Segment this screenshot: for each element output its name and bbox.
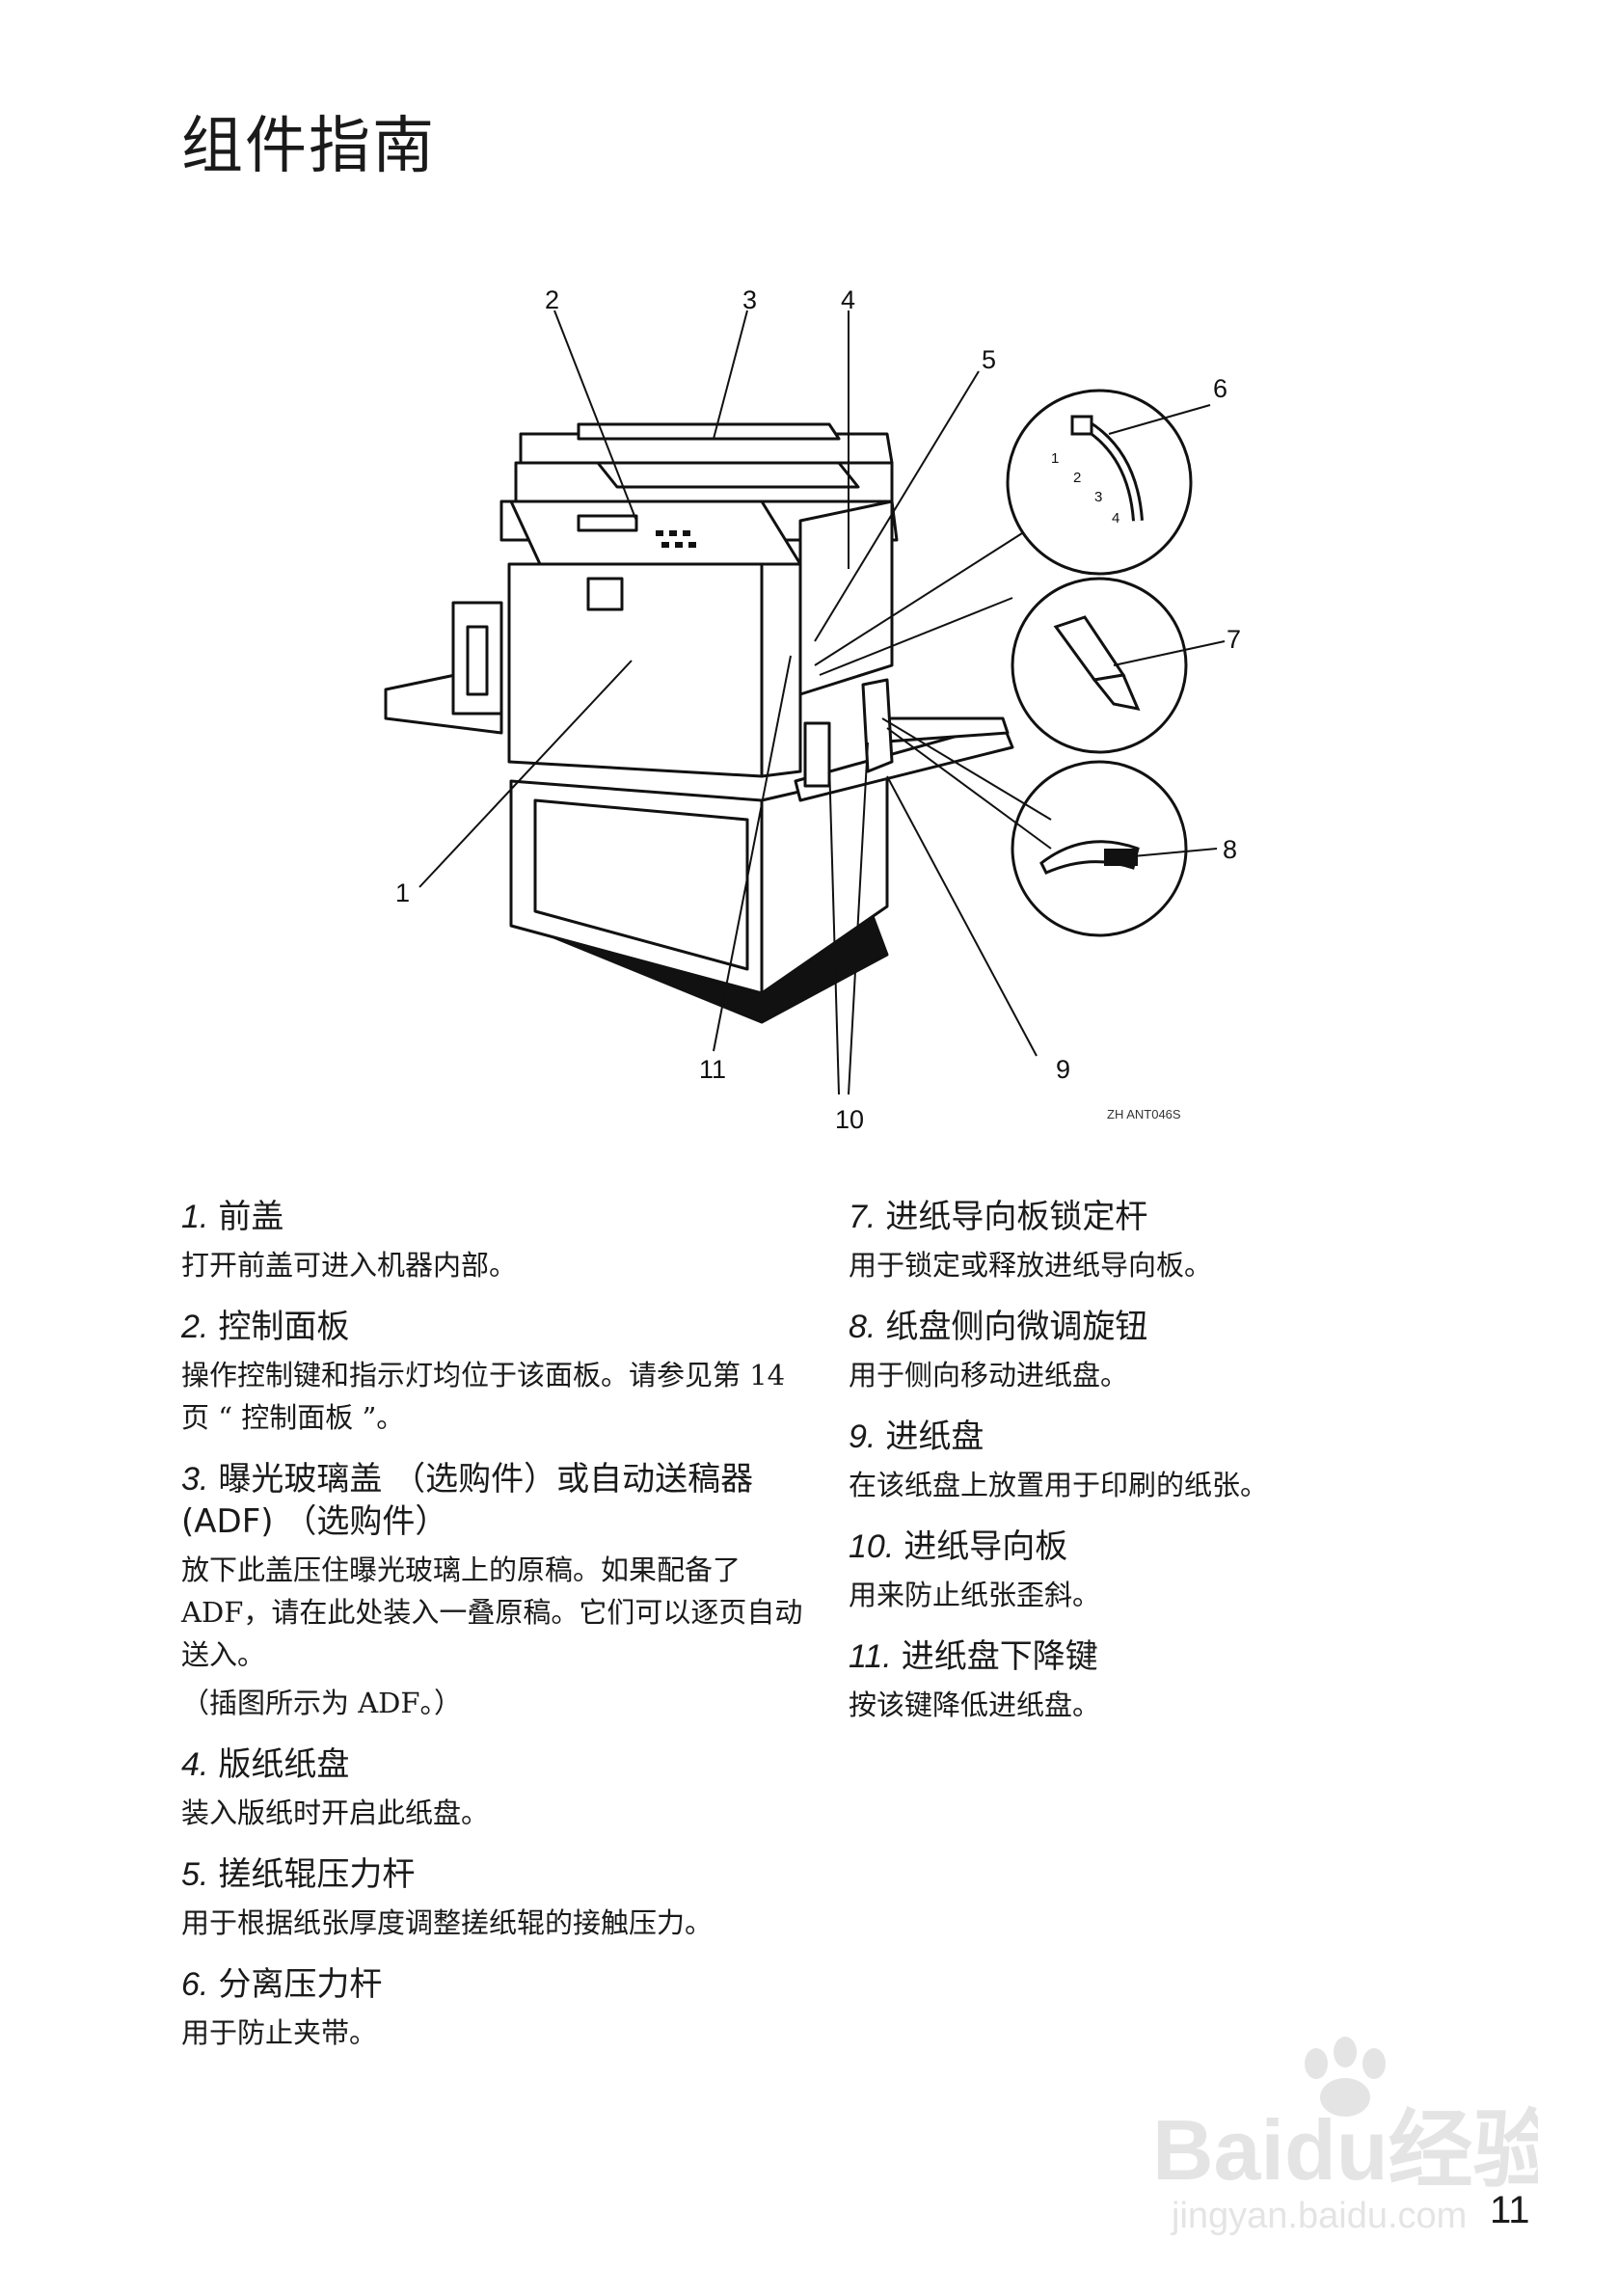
detail-circle-guide-lock-lever — [1011, 577, 1188, 754]
item-description: 用于根据纸张厚度调整搓纸辊的接触压力。 — [181, 1906, 714, 1939]
callout-11: 11 — [699, 1055, 726, 1084]
item-name: 前盖 — [218, 1198, 284, 1236]
item-name: 进纸导向板 — [903, 1527, 1068, 1566]
item-name: 进纸盘 — [885, 1418, 984, 1456]
item-description: 用于防止夹带。 — [181, 2016, 378, 2049]
callout-2: 2 — [545, 285, 559, 314]
components-list-left: 1.前盖 打开前盖可进入机器内部。 2.控制面板 操作控制键和指示灯均位于该面板… — [181, 1196, 808, 2073]
item-number: 7. — [849, 1199, 876, 1235]
item-name: 纸盘侧向微调旋钮 — [885, 1308, 1148, 1346]
callout-5: 5 — [982, 345, 996, 374]
component-item-9: 9.进纸盘 在该纸盘上放置用于印刷的纸张。 — [849, 1416, 1350, 1506]
item-name: 搓纸辊压力杆 — [218, 1855, 416, 1894]
detail-circle-separation-lever — [1006, 389, 1193, 576]
item-number: 2. — [181, 1309, 209, 1345]
callout-7: 7 — [1227, 625, 1241, 654]
component-item-4: 4.版纸纸盘 装入版纸时开启此纸盘。 — [181, 1743, 808, 1834]
item-number: 5. — [181, 1856, 209, 1893]
component-item-8: 8.纸盘侧向微调旋钮 用于侧向移动进纸盘。 — [849, 1306, 1350, 1396]
item-description: 装入版纸时开启此纸盘。 — [181, 1796, 490, 1829]
item-description: 操作控制键和指示灯均位于该面板。请参见第 14 页 “ 控制面板 ”。 — [181, 1359, 786, 1434]
components-list-right: 7.进纸导向板锁定杆 用于锁定或释放进纸导向板。 8.纸盘侧向微调旋钮 用于侧向… — [849, 1196, 1350, 1745]
item-name: 分离压力杆 — [218, 1965, 383, 2004]
component-item-6: 6.分离压力杆 用于防止夹带。 — [181, 1963, 808, 2054]
item-name: 曝光玻璃盖 （选购件）或自动送稿器 (ADF) （选购件） — [181, 1460, 754, 1541]
item-description: 在该纸盘上放置用于印刷的纸张。 — [849, 1469, 1269, 1501]
item-description: 打开前盖可进入机器内部。 — [181, 1249, 518, 1282]
item-number: 4. — [181, 1746, 209, 1783]
page-title: 组件指南 — [181, 111, 436, 182]
item-description: 用于锁定或释放进纸导向板。 — [849, 1249, 1213, 1282]
callout-6: 6 — [1213, 374, 1227, 403]
callout-leaders — [418, 310, 1226, 1095]
component-item-3: 3.曝光玻璃盖 （选购件）或自动送稿器 (ADF) （选购件） 放下此盖压住曝光… — [181, 1458, 808, 1724]
detail-circle-fine-adjust-knob — [1011, 760, 1188, 937]
callout-10: 10 — [835, 1105, 864, 1134]
machine-illustration: 1 2 3 4 5 6 7 8 9 10 11 1 2 3 4 — [384, 285, 1241, 1134]
component-item-1: 1.前盖 打开前盖可进入机器内部。 — [181, 1196, 808, 1286]
component-item-7: 7.进纸导向板锁定杆 用于锁定或释放进纸导向板。 — [849, 1196, 1350, 1286]
item-description: 放下此盖压住曝光玻璃上的原稿。如果配备了 ADF，请在此处装入一叠原稿。它们可以… — [181, 1553, 803, 1671]
paw-icon — [1305, 2037, 1386, 2117]
figure-code: ZH ANT046S — [1107, 1107, 1181, 1121]
callout-8: 8 — [1223, 835, 1237, 864]
item-number: 8. — [849, 1309, 876, 1345]
callout-3: 3 — [742, 285, 757, 314]
item-number: 6. — [181, 1966, 209, 2003]
callout-1: 1 — [395, 878, 410, 907]
item-name: 进纸导向板锁定杆 — [885, 1198, 1148, 1236]
item-note: （插图所示为 ADF。） — [181, 1687, 463, 1719]
watermark-brand: Baidu经验 — [1152, 2102, 1538, 2198]
baidu-watermark: Baidu经验 jingyan.baidu.com — [1152, 2037, 1538, 2236]
component-item-2: 2.控制面板 操作控制键和指示灯均位于该面板。请参见第 14 页 “ 控制面板 … — [181, 1306, 808, 1439]
callout-9: 9 — [1056, 1055, 1070, 1084]
lever-position-4: 4 — [1112, 510, 1119, 527]
lever-position-2: 2 — [1073, 470, 1081, 486]
component-item-11: 11.进纸盘下降键 按该键降低进纸盘。 — [849, 1635, 1350, 1726]
component-item-10: 10.进纸导向板 用来防止纸张歪斜。 — [849, 1526, 1350, 1616]
item-number: 3. — [181, 1461, 209, 1498]
item-name: 控制面板 — [218, 1308, 350, 1346]
lever-position-1: 1 — [1051, 450, 1059, 467]
page-number: 11 — [1490, 2189, 1530, 2231]
item-description: 按该键降低进纸盘。 — [849, 1688, 1101, 1721]
item-name: 进纸盘下降键 — [901, 1637, 1098, 1676]
item-number: 9. — [849, 1418, 876, 1455]
callout-4: 4 — [841, 285, 855, 314]
machine-drawing — [384, 422, 1014, 1024]
item-number: 11. — [849, 1638, 892, 1675]
lever-position-3: 3 — [1094, 489, 1102, 505]
item-description: 用于侧向移动进纸盘。 — [849, 1359, 1129, 1391]
item-number: 1. — [181, 1199, 209, 1235]
watermark-url: jingyan.baidu.com — [1171, 2196, 1467, 2236]
item-number: 10. — [849, 1528, 895, 1565]
item-name: 版纸纸盘 — [218, 1745, 350, 1784]
item-description: 用来防止纸张歪斜。 — [849, 1579, 1101, 1611]
component-item-5: 5.搓纸辊压力杆 用于根据纸张厚度调整搓纸辊的接触压力。 — [181, 1853, 808, 1944]
